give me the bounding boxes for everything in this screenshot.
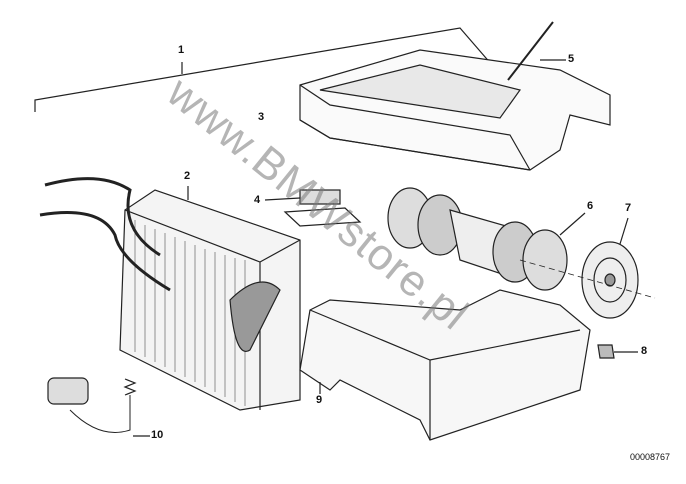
- callout-9: 9: [316, 394, 323, 406]
- callout-2: 2: [184, 170, 191, 182]
- diagram-code: 00008767: [630, 452, 671, 462]
- callout-4: 4: [254, 194, 261, 206]
- evaporator: [119, 186, 301, 411]
- resistor: [264, 189, 362, 227]
- assembly-bracket: [34, 27, 506, 112]
- clip: [597, 344, 615, 359]
- refrigerant-pipes: [39, 177, 171, 292]
- blower-grille: [519, 217, 656, 319]
- callout-1: 1: [178, 44, 185, 56]
- callout-8: 8: [641, 345, 648, 357]
- callout-5: 5: [568, 53, 575, 65]
- lower-housing: [299, 289, 591, 441]
- callout-10: 10: [151, 429, 164, 441]
- callout-3: 3: [258, 111, 265, 123]
- housing-cover: [299, 49, 611, 171]
- callout-6: 6: [587, 200, 594, 212]
- expansion-valve: [47, 377, 150, 437]
- callout-7: 7: [625, 202, 632, 214]
- screw: [507, 21, 554, 81]
- blower-motor: [387, 187, 586, 291]
